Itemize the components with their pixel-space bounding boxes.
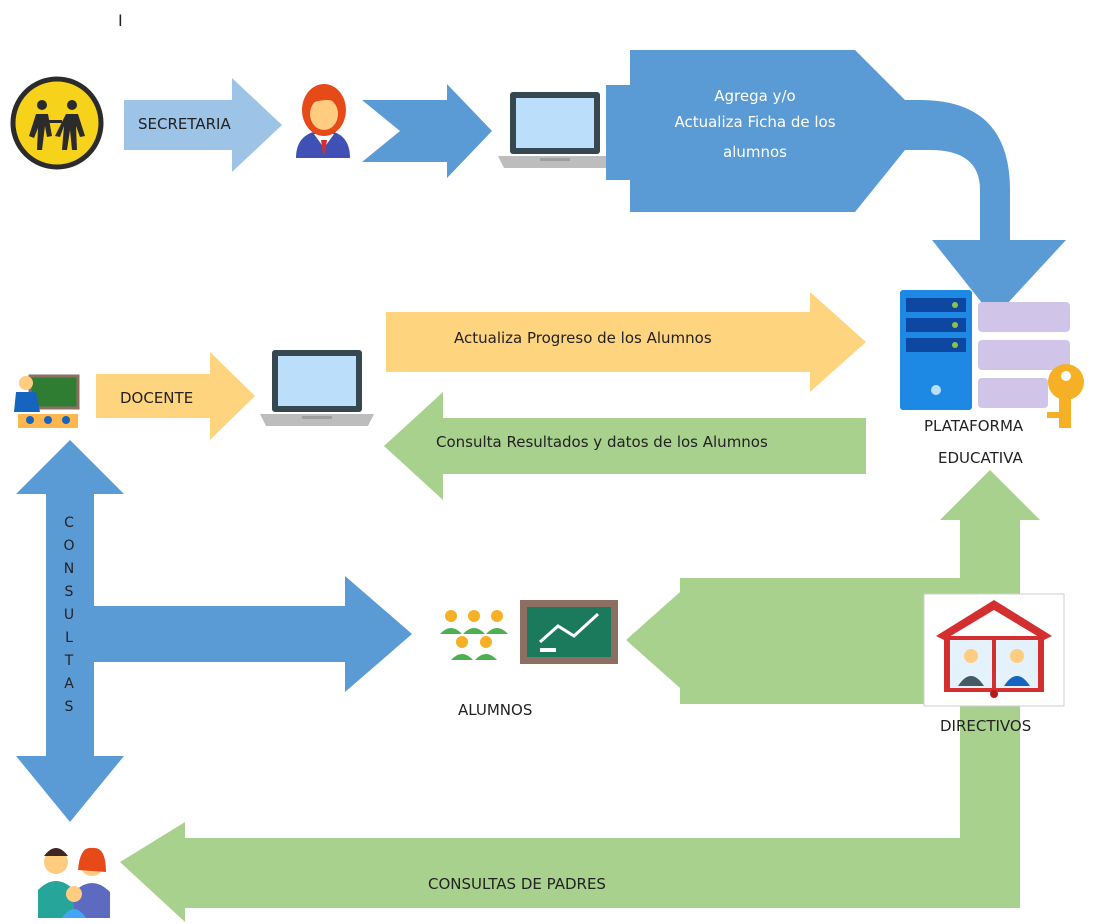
key-icon — [1047, 364, 1084, 428]
plataforma-label-line-1: PLATAFORMA — [924, 417, 1024, 435]
to-laptop-arrow — [362, 84, 492, 178]
consultas-padres-arrow — [120, 470, 1040, 922]
consulta-resultados-arrow — [384, 392, 866, 500]
consultas-letter: C — [64, 515, 74, 531]
cursor-mark: I — [118, 11, 123, 30]
consultas-letter: O — [63, 538, 75, 554]
consultas-letter: L — [65, 630, 73, 646]
secretaria-label: SECRETARIA — [138, 115, 231, 133]
agrega-curved-arrow — [606, 50, 1066, 318]
consultas-letter: S — [64, 584, 74, 600]
consultas-letter: N — [63, 561, 75, 577]
actualiza-progreso-label: Actualiza Progreso de los Alumnos — [454, 329, 712, 347]
server-database-icon — [900, 290, 1070, 410]
consultas-vertical-label: C O N S U L T A S — [59, 512, 79, 719]
consultas-de-padres-label: CONSULTAS DE PADRES — [428, 875, 606, 893]
laptop-icon — [260, 350, 374, 426]
chalkboard-chart-icon — [520, 600, 618, 664]
secretary-icon — [296, 84, 350, 158]
laptop-icon — [498, 92, 612, 168]
alumnos-label: ALUMNOS — [458, 701, 533, 719]
docente-arrow — [96, 352, 255, 440]
plataforma-label-line-2: EDUCATIVA — [938, 449, 1023, 467]
secretaria-arrow — [124, 78, 282, 172]
parents-family-icon — [38, 847, 110, 918]
agrega-label-line-2: Actualiza Ficha de los — [674, 113, 836, 131]
consultas-letter: S — [64, 699, 74, 715]
directives-book-icon — [923, 593, 1065, 707]
consultas-letter: U — [63, 607, 75, 623]
school-crossing-icon — [10, 76, 104, 170]
consulta-resultados-label: Consulta Resultados y datos de los Alumn… — [436, 433, 768, 451]
consultas-letter: T — [64, 653, 74, 669]
consultas-letter: A — [64, 676, 74, 692]
actualiza-progreso-arrow — [386, 292, 866, 392]
alumnos-green-arrow — [626, 578, 960, 704]
agrega-label-line-3: alumnos — [723, 143, 787, 161]
directivos-label: DIRECTIVOS — [940, 717, 1032, 735]
consultas-vertical-arrow — [16, 440, 124, 822]
agrega-label-line-1: Agrega y/o — [714, 87, 796, 105]
docente-label: DOCENTE — [120, 389, 194, 407]
teacher-classroom-icon — [14, 374, 80, 428]
students-group-icon — [440, 610, 508, 660]
to-alumnos-arrow — [94, 576, 412, 692]
